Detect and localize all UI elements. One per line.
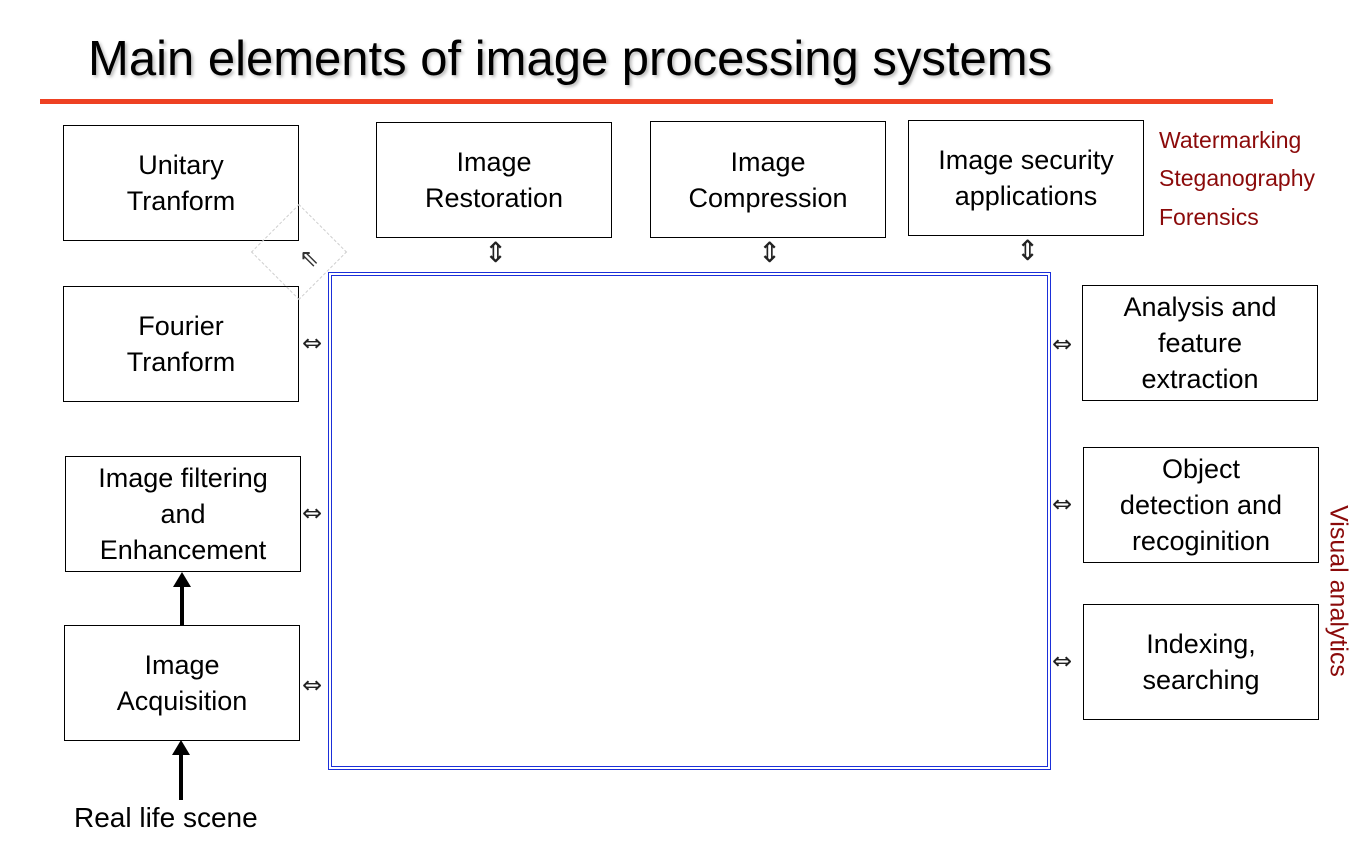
image-compression-box: Image Compression: [650, 121, 886, 238]
up-down-arrow-icon: ⇕: [758, 236, 782, 269]
analysis-feature-box: Analysis and feature extraction: [1082, 285, 1318, 401]
left-right-arrow-icon: ⇔: [302, 499, 323, 527]
unitary-transform-box: Unitary Tranform: [63, 125, 299, 241]
steganography-label: Steganography: [1159, 165, 1316, 191]
image-acquisition-box: Image Acquisition: [64, 625, 300, 741]
object-detection-box: Object detection and recoginition: [1083, 447, 1319, 563]
left-right-arrow-icon: ⇔: [1052, 330, 1073, 358]
core-processing-box: [328, 272, 1051, 770]
page-title: Main elements of image processing system…: [88, 32, 1053, 86]
image-filtering-box: Image filtering and Enhancement: [65, 456, 301, 572]
indexing-searching-box: Indexing, searching: [1083, 604, 1319, 720]
fourier-transform-box: Fourier Tranform: [63, 286, 299, 402]
image-restoration-box: Image Restoration: [376, 122, 612, 238]
watermarking-label: Watermarking: [1159, 127, 1302, 153]
real-life-scene-label: Real life scene: [74, 802, 258, 833]
diagonal-arrow-icon: ⇖: [299, 244, 320, 272]
visual-analytics-label: Visual analytics: [1324, 505, 1353, 677]
up-down-arrow-icon: ⇕: [1016, 234, 1040, 267]
forensics-label: Forensics: [1159, 204, 1259, 230]
up-arrow-icon: [173, 572, 191, 625]
left-right-arrow-icon: ⇔: [1052, 647, 1073, 675]
up-down-arrow-icon: ⇕: [484, 236, 508, 269]
left-right-arrow-icon: ⇔: [1052, 490, 1073, 518]
left-right-arrow-icon: ⇔: [302, 671, 323, 699]
image-security-box: Image security applications: [908, 120, 1144, 236]
title-underline: [40, 99, 1273, 104]
left-right-arrow-icon: ⇔: [302, 329, 323, 357]
up-arrow-icon: [172, 740, 190, 800]
